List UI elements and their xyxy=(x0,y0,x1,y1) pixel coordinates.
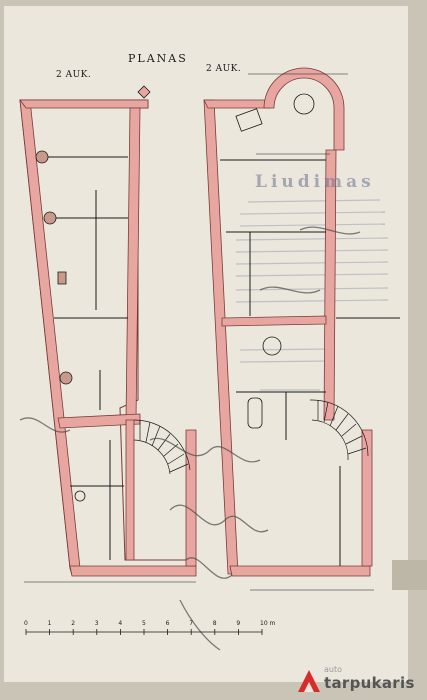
stamp-text-lines xyxy=(235,199,389,391)
handwritten-scribbles xyxy=(19,226,361,651)
scale-tick-label: 5 xyxy=(142,620,146,627)
right-wall-mid xyxy=(221,315,327,327)
scale-tick-label: 6 xyxy=(165,620,170,627)
left-floor-plan xyxy=(19,85,197,577)
stove-2 xyxy=(43,211,57,225)
marker-diamond xyxy=(137,85,151,99)
plan-title: PLANAS xyxy=(128,52,188,65)
right-partitions xyxy=(220,159,400,566)
right-wall-south xyxy=(229,565,371,577)
bathtub xyxy=(247,397,263,429)
left-floor-label: 2 AUK. xyxy=(56,70,92,80)
scale-tick-label: 7 xyxy=(189,620,194,627)
scale-bar xyxy=(25,629,263,635)
left-wall-north xyxy=(19,99,149,109)
right-wall-east xyxy=(323,149,337,421)
right-wall-north xyxy=(203,99,271,109)
brand-name: tarpukaris xyxy=(324,674,415,692)
brand-logo-triangle-inner xyxy=(304,682,314,692)
scale-tick-label: 4 xyxy=(118,620,123,627)
scale-tick-label: 9 xyxy=(236,620,241,627)
stamp-heading: Liudimas xyxy=(255,172,375,192)
round-table-middle xyxy=(262,336,282,356)
right-floor-plan xyxy=(24,67,400,591)
brand-logo xyxy=(298,670,320,692)
scale-tick-label: 2 xyxy=(71,620,76,627)
paper-shadow-right xyxy=(392,560,427,590)
round-table-tower xyxy=(293,93,315,115)
scale-tick-label: 1 xyxy=(47,620,52,627)
left-wall-stair-east xyxy=(185,429,197,567)
dimension-lines xyxy=(24,73,374,591)
scale-tick-label: 10 m xyxy=(260,620,276,627)
toilet-left xyxy=(74,490,86,502)
desk xyxy=(235,108,263,132)
stove-1 xyxy=(35,150,49,164)
scale-tick-label: 0 xyxy=(24,620,28,627)
scale-tick-label: 3 xyxy=(94,620,99,627)
left-wall-south xyxy=(69,565,197,577)
right-wall-stair-east xyxy=(361,429,373,567)
left-wall-stair-south xyxy=(125,419,135,561)
right-floor-label: 2 AUK. xyxy=(206,64,242,74)
stove-3 xyxy=(57,271,67,285)
scale-tick-label: 8 xyxy=(212,620,217,627)
brand-top-text: auto xyxy=(324,665,343,674)
right-spiral-stair xyxy=(309,399,369,461)
brand-watermark: auto tarpukaris xyxy=(292,664,422,698)
left-partitions xyxy=(40,156,128,560)
stove-4 xyxy=(59,371,73,385)
brand-logo-triangle xyxy=(298,670,320,692)
